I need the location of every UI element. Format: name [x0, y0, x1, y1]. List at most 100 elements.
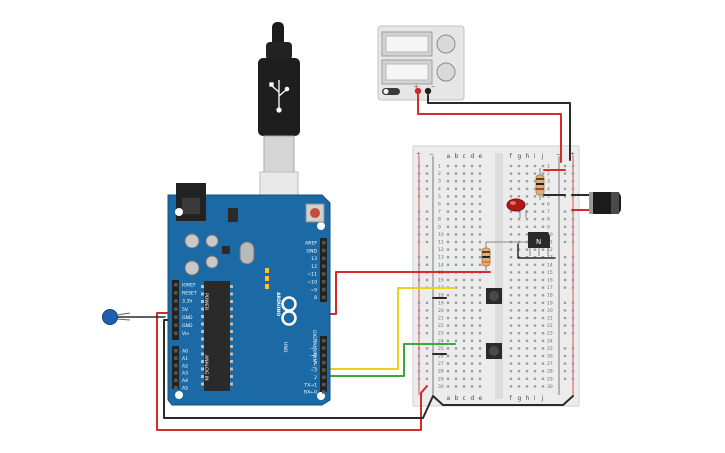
push-button-2[interactable] [486, 343, 502, 359]
breadboard-hole [509, 347, 513, 350]
breadboard-hole [525, 385, 529, 388]
rail-hole [563, 286, 567, 289]
rail-hole [417, 347, 421, 350]
dc-power-supply[interactable]: + − [377, 25, 465, 101]
header-pin[interactable] [174, 299, 178, 303]
header-pin[interactable] [322, 382, 326, 387]
rail-hole [563, 301, 567, 304]
push-button-1[interactable] [486, 288, 502, 304]
breadboard-hole [541, 195, 545, 198]
header-pin[interactable] [322, 241, 326, 245]
header-pin[interactable] [174, 283, 178, 287]
breadboard-hole [462, 362, 466, 365]
analog-header [172, 346, 179, 389]
header-pin[interactable] [322, 248, 326, 253]
breadboard-hole [517, 271, 521, 274]
header-pin[interactable] [322, 295, 326, 300]
breadboard-hole [517, 347, 521, 350]
breadboard-hole [517, 385, 521, 388]
electrolytic-capacitor[interactable] [589, 192, 621, 214]
red-led[interactable] [506, 198, 527, 218]
breadboard-hole [533, 377, 537, 380]
header-pin[interactable] [174, 307, 178, 311]
rail-hole [417, 172, 421, 175]
breadboard-hole [517, 324, 521, 327]
breadboard-hole [509, 256, 513, 259]
psu-plus-terminal[interactable] [414, 87, 422, 95]
breadboard-hole [470, 324, 474, 327]
current-knob[interactable] [436, 62, 456, 82]
header-pin[interactable] [174, 386, 178, 390]
arduino-logo-icon [281, 296, 297, 326]
npn-transistor[interactable]: N [528, 232, 550, 256]
header-pin[interactable] [174, 315, 178, 319]
breadboard-hole [525, 354, 529, 358]
breadboard-hole [462, 263, 466, 266]
row-number: 2 [438, 171, 441, 177]
header-pin[interactable] [174, 331, 178, 336]
breadboard-hole [462, 218, 466, 221]
row-number: 12 [547, 247, 553, 253]
breadboard-hole [478, 286, 482, 289]
header-pin[interactable] [174, 378, 178, 383]
voltage-knob[interactable] [436, 34, 456, 54]
header-pin[interactable] [322, 272, 326, 276]
chip-pin [230, 360, 233, 363]
header-pin[interactable] [174, 356, 178, 360]
pin-label: A5 [182, 386, 188, 392]
breadboard-hole [541, 301, 545, 304]
header-pin[interactable] [322, 375, 326, 380]
breadboard-hole [462, 180, 466, 183]
header-pin[interactable] [322, 353, 326, 358]
breadboard-hole [462, 339, 466, 342]
psu-minus-terminal[interactable] [424, 87, 432, 95]
resistor-middle[interactable] [481, 241, 526, 272]
header-pin[interactable] [174, 349, 178, 353]
row-number: 30 [547, 384, 553, 390]
wire-psu-minus-to-rail [427, 94, 571, 161]
breadboard-hole [446, 370, 450, 373]
header-pin[interactable] [322, 287, 326, 292]
breadboard-hole [462, 256, 466, 259]
header-pin[interactable] [322, 390, 326, 394]
breadboard-hole [454, 301, 458, 304]
breadboard-hole [478, 278, 482, 282]
breadboard-hole [509, 339, 513, 342]
chip-pin [201, 322, 204, 326]
breadboard-hole [470, 377, 474, 380]
pin-label: 8 [314, 295, 317, 301]
header-pin[interactable] [322, 360, 326, 365]
header-pin[interactable] [322, 339, 326, 343]
pin-label: RX←0 [304, 390, 317, 396]
header-pin[interactable] [322, 280, 326, 284]
breadboard-hole [533, 324, 537, 327]
header-pin[interactable] [322, 264, 326, 268]
column-letter: e [479, 395, 483, 402]
header-pin[interactable] [174, 371, 178, 375]
breadboard-hole [470, 248, 474, 251]
header-pin[interactable] [174, 323, 178, 328]
breadboard-hole [517, 354, 521, 358]
breadboard-holes [417, 164, 575, 388]
arduino-uno-board[interactable]: ARDUINO UNO DIGITAL (PWM~) POWER ANALOG … [167, 183, 331, 406]
breadboard-hole [509, 332, 513, 335]
header-pin[interactable] [322, 256, 326, 261]
breadboard-hole [533, 332, 537, 335]
breadboard-hole [509, 180, 513, 183]
header-pin[interactable] [322, 368, 326, 372]
breadboard-hole [525, 164, 529, 168]
header-pin[interactable] [174, 363, 178, 368]
temperature-sensor[interactable] [102, 309, 131, 325]
rail-hole [417, 187, 421, 190]
breadboard-hole [509, 385, 513, 388]
breadboard-hole [533, 339, 537, 342]
rail-hole [417, 233, 421, 236]
header-pin[interactable] [174, 291, 178, 295]
resistor-top[interactable] [535, 168, 545, 200]
breadboard-hole [462, 172, 466, 175]
header-pin[interactable] [322, 346, 326, 350]
row-number: 6 [547, 202, 550, 208]
